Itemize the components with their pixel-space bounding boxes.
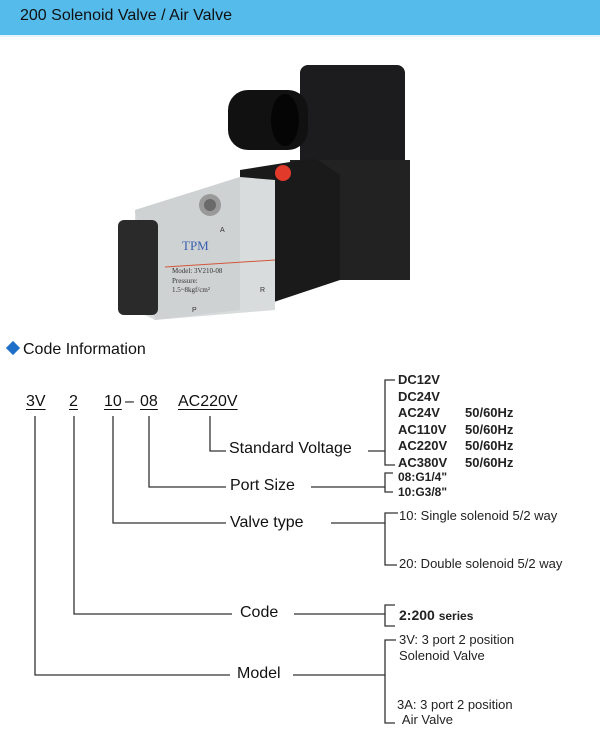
type-option: 20: Double solenoid 5/2 way (399, 556, 563, 571)
end-cap (118, 220, 158, 315)
section-heading: Code Information (5, 340, 146, 359)
voltage-frequency: 50/60Hz (465, 421, 514, 437)
port-option: 10:G3/8" (398, 485, 448, 499)
voltage-option: DC12V (398, 372, 440, 387)
manual-override-button (275, 165, 291, 181)
port-option: 08:G1/4" (398, 470, 448, 484)
svg-text:P: P (192, 307, 197, 314)
code-series: 2 (69, 393, 78, 410)
label-standard-voltage: Standard Voltage (229, 440, 352, 457)
svg-text:A: A (220, 227, 225, 234)
code-option: 2:200 series (399, 607, 473, 623)
section-title: Code Information (23, 341, 146, 358)
code-dash: – (125, 393, 134, 410)
product-image: TPM Model: 3V210-08 Pressure: 1.5~8kgf/c… (118, 65, 410, 320)
code-option-suffix: series (438, 609, 474, 623)
svg-text:R: R (260, 287, 265, 294)
code-type: 10 (104, 393, 122, 410)
brand-label: TPM (182, 238, 209, 253)
model-option-detail: Solenoid Valve (399, 648, 485, 663)
model-option: 3V: 3 port 2 position (399, 632, 515, 647)
model-option-detail: Air Valve (399, 712, 453, 727)
code-port: 08 (140, 393, 158, 410)
voltage-frequency: 50/60Hz (465, 405, 514, 420)
code-option-value: 2:200 (399, 607, 435, 623)
svg-text:Model: 3V210-08: Model: 3V210-08 (172, 267, 223, 275)
svg-text:1.5~8kgf/cm²: 1.5~8kgf/cm² (172, 286, 210, 294)
page-title: 200 Solenoid Valve / Air Valve (20, 7, 232, 24)
voltage-option: AC110V (398, 421, 447, 437)
voltage-option: AC24V (398, 405, 440, 420)
voltage-frequency: 50/60Hz (465, 454, 514, 470)
type-option: 10: Single solenoid 5/2 way (399, 508, 558, 523)
svg-text:Pressure:: Pressure: (172, 277, 198, 285)
voltage-option: DC24V (398, 388, 440, 404)
label-valve-type: Valve type (230, 514, 304, 531)
title-bar: 200 Solenoid Valve / Air Valve (0, 0, 600, 37)
code-model: 3V (26, 393, 46, 410)
label-code: Code (240, 604, 279, 621)
code-voltage: AC220V (178, 393, 238, 410)
label-port-size: Port Size (230, 477, 295, 494)
voltage-option: AC220V (398, 438, 448, 453)
connector-housing (300, 65, 405, 180)
voltage-frequency: 50/60Hz (465, 438, 514, 453)
voltage-option: AC380V (398, 454, 448, 470)
label-model: Model (237, 665, 281, 682)
model-option: 3A: 3 port 2 position (397, 697, 513, 712)
